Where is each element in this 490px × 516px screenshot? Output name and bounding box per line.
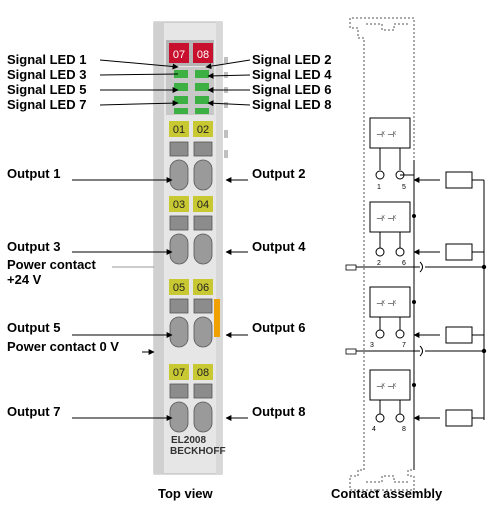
signal-led-2 bbox=[195, 70, 209, 78]
output-7-label: Output 7 bbox=[7, 404, 61, 419]
channel-label-07: 07 bbox=[173, 367, 185, 379]
svg-text:⊣⁽ ⊣⁽: ⊣⁽ ⊣⁽ bbox=[376, 214, 396, 223]
contact-assembly: ⊣⁽ ⊣⁽ 1 5 ⊣⁽ ⊣⁽ 2 6 ⊣⁽ ⊣⁽ 3 bbox=[345, 17, 487, 491]
power-contact-marker bbox=[214, 299, 220, 337]
power-contact-24v-label-line1: Power contact bbox=[7, 257, 96, 272]
svg-text:⊣⁽ ⊣⁽: ⊣⁽ ⊣⁽ bbox=[376, 130, 396, 139]
contact-assembly-caption: Contact assembly bbox=[331, 486, 443, 501]
assembly-outline bbox=[349, 17, 415, 491]
output-3-label: Output 3 bbox=[7, 239, 61, 254]
leader-lines-left bbox=[72, 59, 179, 421]
channel-label-03: 03 bbox=[173, 199, 185, 211]
signal-led-6 bbox=[195, 96, 209, 104]
contact-number-2: 2 bbox=[377, 260, 381, 267]
signal-led-7-label: Signal LED 7 bbox=[7, 97, 87, 112]
contact-number-5: 5 bbox=[402, 184, 406, 191]
contact-group-1: ⊣⁽ ⊣⁽ 1 5 bbox=[369, 117, 484, 191]
signal-led-1 bbox=[174, 70, 188, 78]
output-2-label: Output 2 bbox=[252, 166, 306, 181]
signal-led-4 bbox=[195, 83, 209, 91]
contact-number-7: 7 bbox=[402, 342, 406, 349]
brand-name: BECKHOFF bbox=[170, 446, 226, 457]
terminal-clamps bbox=[169, 141, 213, 433]
contact-group-3: ⊣⁽ ⊣⁽ 3 7 bbox=[369, 286, 484, 349]
led-number-08: 08 bbox=[197, 49, 209, 61]
leader-lines-right bbox=[205, 59, 251, 421]
signal-led-4-label: Signal LED 4 bbox=[252, 67, 332, 82]
signal-led-2-label: Signal LED 2 bbox=[252, 52, 332, 67]
signal-led-6-label: Signal LED 6 bbox=[252, 82, 332, 97]
channel-label-04: 04 bbox=[197, 199, 209, 211]
output-4-label: Output 4 bbox=[252, 239, 306, 254]
power-contact-24v-label-line2: +24 V bbox=[7, 272, 42, 287]
contact-number-1: 1 bbox=[377, 184, 381, 191]
signal-led-7 bbox=[174, 108, 188, 114]
led-07-window bbox=[169, 43, 189, 63]
model-number: EL2008 bbox=[171, 435, 206, 446]
led-number-07: 07 bbox=[173, 49, 185, 61]
contact-number-6: 6 bbox=[402, 260, 406, 267]
output-8-label: Output 8 bbox=[252, 404, 306, 419]
output-6-label: Output 6 bbox=[252, 320, 306, 335]
channel-label-02: 02 bbox=[197, 124, 209, 136]
top-view-caption: Top view bbox=[158, 486, 213, 501]
contact-number-3: 3 bbox=[370, 342, 374, 349]
signal-led-5-label: Signal LED 5 bbox=[7, 82, 87, 97]
channel-label-01: 01 bbox=[173, 124, 185, 136]
signal-led-8-label: Signal LED 8 bbox=[252, 97, 332, 112]
channel-label-08: 08 bbox=[197, 367, 209, 379]
signal-led-8 bbox=[195, 108, 209, 114]
contact-number-4: 4 bbox=[372, 426, 376, 433]
channel-label-06: 06 bbox=[197, 282, 209, 294]
output-5-label: Output 5 bbox=[7, 320, 61, 335]
signal-led-3 bbox=[174, 83, 188, 91]
channel-label-05: 05 bbox=[173, 282, 185, 294]
contact-group-4: ⊣⁽ ⊣⁽ 4 8 bbox=[369, 369, 484, 433]
output-1-label: Output 1 bbox=[7, 166, 61, 181]
contact-number-8: 8 bbox=[402, 426, 406, 433]
svg-text:⊣⁽ ⊣⁽: ⊣⁽ ⊣⁽ bbox=[376, 299, 396, 308]
power-contact-0v-label: Power contact 0 V bbox=[7, 339, 119, 354]
signal-led-3-label: Signal LED 3 bbox=[7, 67, 87, 82]
svg-text:⊣⁽ ⊣⁽: ⊣⁽ ⊣⁽ bbox=[376, 382, 396, 391]
signal-led-5 bbox=[174, 96, 188, 104]
contact-group-2: ⊣⁽ ⊣⁽ 2 6 bbox=[369, 201, 484, 267]
signal-led-1-label: Signal LED 1 bbox=[7, 52, 87, 67]
led-08-window bbox=[193, 43, 213, 63]
